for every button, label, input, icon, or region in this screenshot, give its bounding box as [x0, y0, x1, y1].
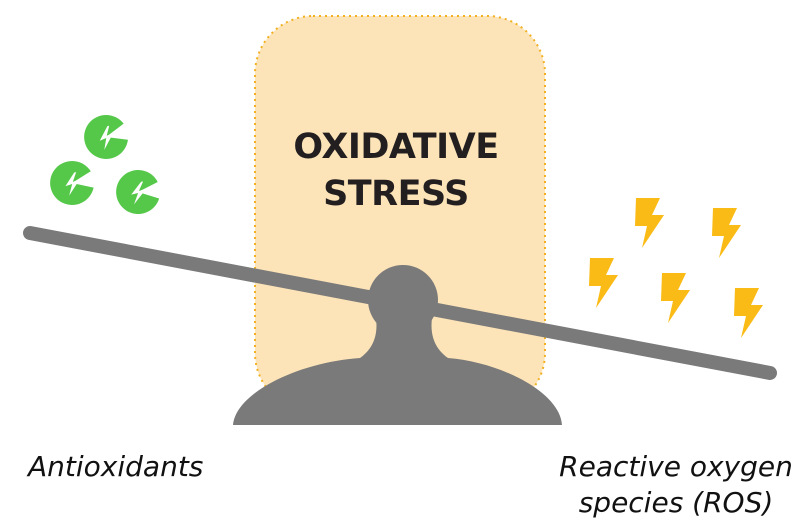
- ros-label: Reactive oxygen species (ROS): [556, 449, 796, 521]
- antioxidant-icon: [79, 110, 132, 164]
- antioxidants-label-text: Antioxidants: [28, 450, 204, 483]
- lightning-bolt-icon: [589, 258, 618, 308]
- antioxidant-icon: [114, 168, 161, 216]
- ros-label-line2: species (ROS): [578, 486, 774, 519]
- lightning-bolt-icon: [661, 273, 690, 323]
- antioxidant-icon: [46, 157, 97, 209]
- panel-title-line1: OXIDATIVE: [293, 127, 498, 167]
- panel-title-line2: STRESS: [323, 174, 469, 214]
- ros-label-line1: Reactive oxygen: [559, 450, 793, 483]
- antioxidants-label: Antioxidants: [28, 449, 248, 485]
- scale-base: [233, 318, 562, 425]
- lightning-bolt-icon: [734, 288, 763, 338]
- lightning-bolt-icon: [635, 198, 664, 248]
- lightning-bolt-icon: [712, 208, 741, 258]
- scale-pivot: [368, 265, 438, 335]
